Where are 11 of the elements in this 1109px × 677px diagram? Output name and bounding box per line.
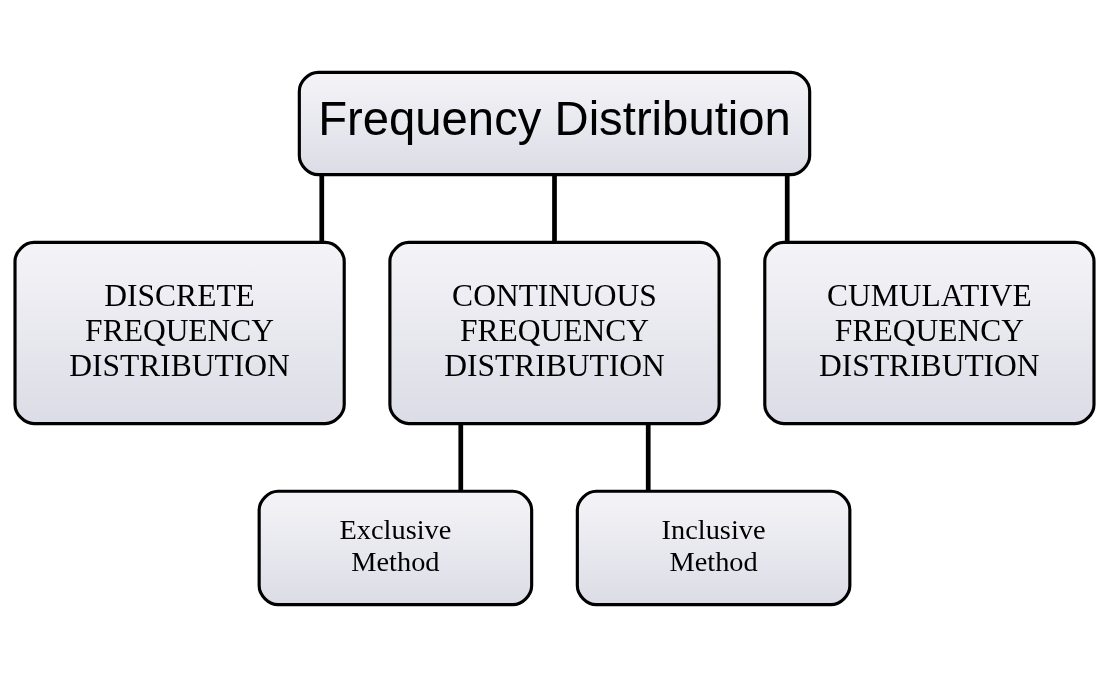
connector (645, 424, 651, 491)
node-box: Exclusive Method (257, 489, 534, 607)
connector (319, 174, 325, 243)
node-box: CUMULATIVE FREQUENCY DISTRIBUTION (763, 240, 1096, 426)
node-box: Inclusive Method (575, 489, 852, 607)
connector (552, 174, 557, 243)
node-box: Frequency Distribution (297, 70, 812, 177)
connector (458, 424, 464, 491)
node-box: CONTINUOUS FREQUENCY DISTRIBUTION (388, 240, 721, 426)
connector (784, 174, 790, 243)
node-box: DISCRETE FREQUENCY DISTRIBUTION (13, 240, 346, 426)
